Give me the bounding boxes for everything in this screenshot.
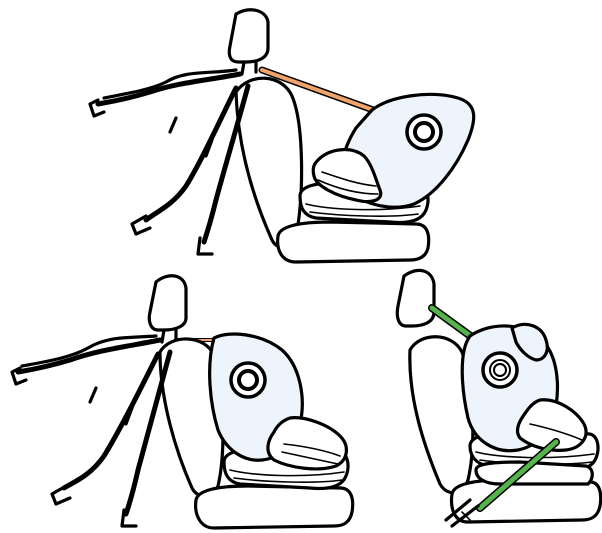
panel-bottom-right: [397, 270, 600, 526]
vehicle-seat-cushion: [196, 486, 353, 528]
side-impact-pod: [483, 353, 517, 387]
headrest-stem: [242, 62, 256, 74]
vehicle-seat-cushion: [452, 480, 601, 522]
vehicle-headrest: [149, 276, 186, 330]
panel-bottom-left: [12, 276, 353, 528]
loose-tether-straps: [90, 70, 248, 254]
vehicle-seat-back: [236, 78, 302, 247]
side-impact-pod: [231, 363, 265, 397]
side-impact-pod: [407, 115, 441, 149]
vehicle-seat-cushion: [278, 222, 429, 262]
loose-tether-straps: [12, 336, 170, 526]
panel-top: [90, 10, 474, 262]
child-seat-inner: [268, 418, 346, 469]
vehicle-headrest: [229, 10, 268, 62]
vehicle-headrest: [397, 270, 434, 326]
